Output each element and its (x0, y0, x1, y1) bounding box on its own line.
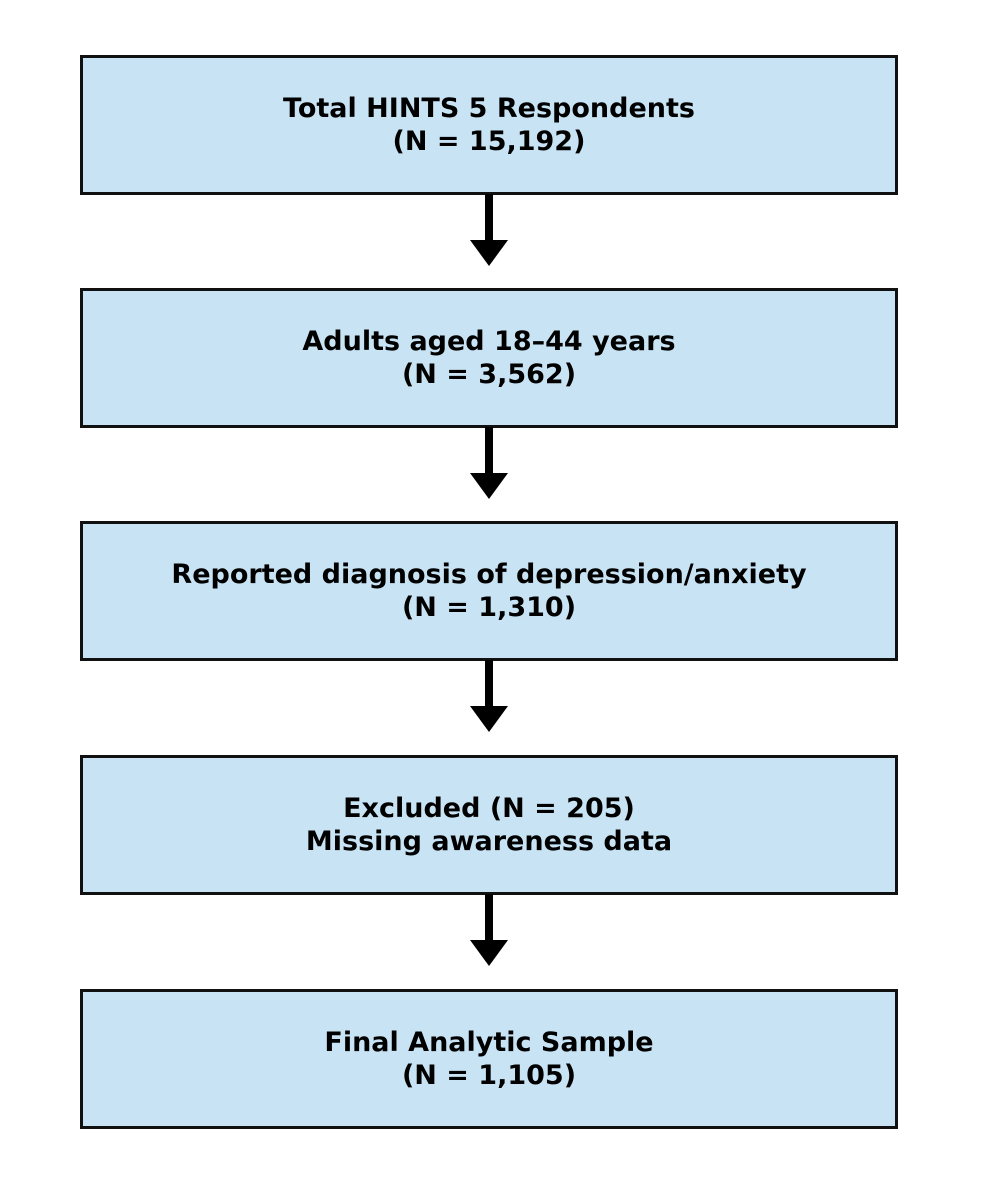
step-note: Missing awareness data (305, 826, 673, 857)
down-arrow-icon (470, 660, 508, 732)
down-arrow-icon (470, 894, 508, 966)
step-label: Adults aged 18–44 years (302, 326, 676, 357)
down-arrow-icon (470, 427, 508, 499)
step-label: Total HINTS 5 Respondents (283, 93, 695, 124)
step-label: Final Analytic Sample (324, 1027, 654, 1058)
flow-step-adults-18-44: Adults aged 18–44 years (N = 3,562) (80, 288, 898, 428)
step-count: (N = 1,105) (401, 1060, 577, 1091)
down-arrow-icon (470, 194, 508, 266)
flow-step-depression-anxiety: Reported diagnosis of depression/anxiety… (80, 521, 898, 661)
step-label: Reported diagnosis of depression/anxiety (171, 559, 807, 590)
flow-step-final-sample: Final Analytic Sample (N = 1,105) (80, 989, 898, 1129)
flow-step-excluded: Excluded (N = 205) Missing awareness dat… (80, 755, 898, 895)
step-label: Excluded (N = 205) (343, 793, 635, 824)
flow-step-total-respondents: Total HINTS 5 Respondents (N = 15,192) (80, 55, 898, 195)
step-count: (N = 15,192) (392, 126, 586, 157)
step-count: (N = 1,310) (401, 592, 577, 623)
step-count: (N = 3,562) (401, 359, 577, 390)
